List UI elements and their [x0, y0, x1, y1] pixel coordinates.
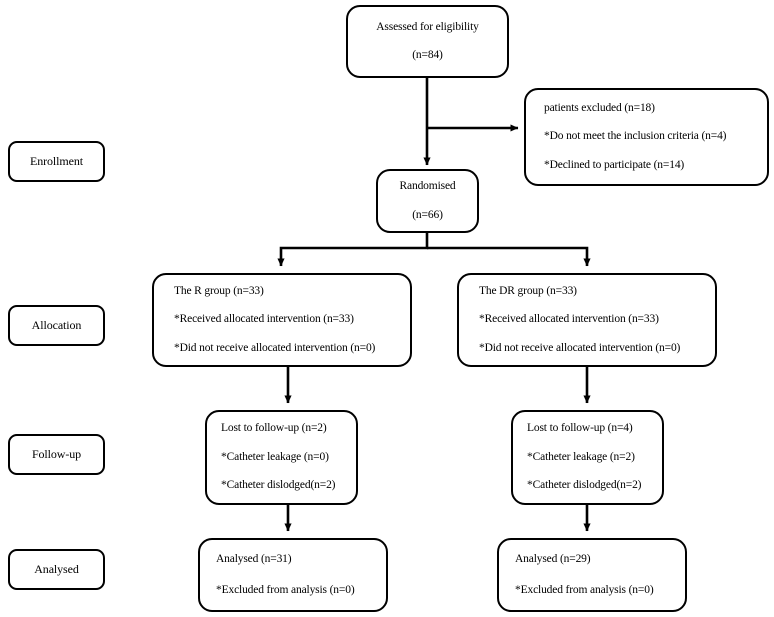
node-analysed-dr-line-1: Analysed (n=29) — [515, 552, 591, 565]
node-group-r-line-1: The R group (n=33) — [174, 284, 264, 297]
stage-label-analysed-text: Analysed — [34, 562, 79, 576]
stage-label-allocation: Allocation — [8, 305, 105, 346]
stage-label-enrollment-text: Enrollment — [30, 154, 83, 168]
node-group-r-line-3: *Did not receive allocated intervention … — [174, 341, 376, 354]
node-patients-excluded: patients excluded (n=18) *Do not meet th… — [524, 88, 769, 186]
node-randomised: Randomised (n=66) — [376, 169, 479, 233]
stage-label-analysed: Analysed — [8, 549, 105, 590]
node-lost-dr-line-2: *Catheter leakage (n=2) — [527, 450, 635, 463]
node-analysed-dr: Analysed (n=29) *Excluded from analysis … — [497, 538, 687, 612]
node-lost-r-line-1: Lost to follow-up (n=2) — [221, 422, 327, 435]
node-analysed-r-line-2: *Excluded from analysis (n=0) — [216, 584, 355, 596]
node-group-dr: The DR group (n=33) *Received allocated … — [457, 273, 717, 367]
node-assessed-for-eligibility: Assessed for eligibility (n=84) — [346, 5, 509, 78]
node-analysed-r-line-1: Analysed (n=31) — [216, 552, 292, 565]
node-group-dr-line-2: *Received allocated intervention (n=33) — [479, 313, 659, 326]
node-lost-followup-dr: Lost to follow-up (n=4) *Catheter leakag… — [511, 410, 664, 505]
connector-randomised-split — [277, 233, 429, 267]
node-lost-followup-r: Lost to follow-up (n=2) *Catheter leakag… — [205, 410, 358, 505]
node-analysed-dr-line-2: *Excluded from analysis (n=0) — [515, 584, 654, 596]
node-assessed-line-2: (n=84) — [412, 49, 443, 61]
node-excluded-line-3: *Declined to participate (n=14) — [544, 158, 685, 171]
node-lost-dr-line-3: *Catheter dislodged(n=2) — [527, 479, 642, 492]
node-excluded-line-2: *Do not meet the inclusion criteria (n=4… — [544, 130, 727, 143]
stage-label-enrollment: Enrollment — [8, 141, 105, 182]
stage-label-allocation-text: Allocation — [31, 318, 82, 332]
node-group-r: The R group (n=33) *Received allocated i… — [152, 273, 412, 367]
node-lost-dr-line-1: Lost to follow-up (n=4) — [527, 422, 633, 435]
node-lost-r-line-3: *Catheter dislodged(n=2) — [221, 479, 336, 492]
node-group-dr-line-1: The DR group (n=33) — [479, 284, 577, 297]
stage-label-followup-text: Follow-up — [31, 447, 82, 461]
node-randomised-line-1: Randomised — [399, 180, 456, 192]
node-group-r-line-2: *Received allocated intervention (n=33) — [174, 313, 354, 326]
node-analysed-r: Analysed (n=31) *Excluded from analysis … — [198, 538, 388, 612]
node-excluded-line-1: patients excluded (n=18) — [544, 101, 655, 114]
node-assessed-line-1: Assessed for eligibility — [376, 20, 479, 33]
node-lost-r-line-2: *Catheter leakage (n=0) — [221, 450, 329, 463]
stage-label-followup: Follow-up — [8, 434, 105, 475]
node-group-dr-line-3: *Did not receive allocated intervention … — [479, 341, 681, 354]
node-randomised-line-2: (n=66) — [412, 208, 443, 221]
connector-randomised-split-right — [427, 246, 591, 267]
